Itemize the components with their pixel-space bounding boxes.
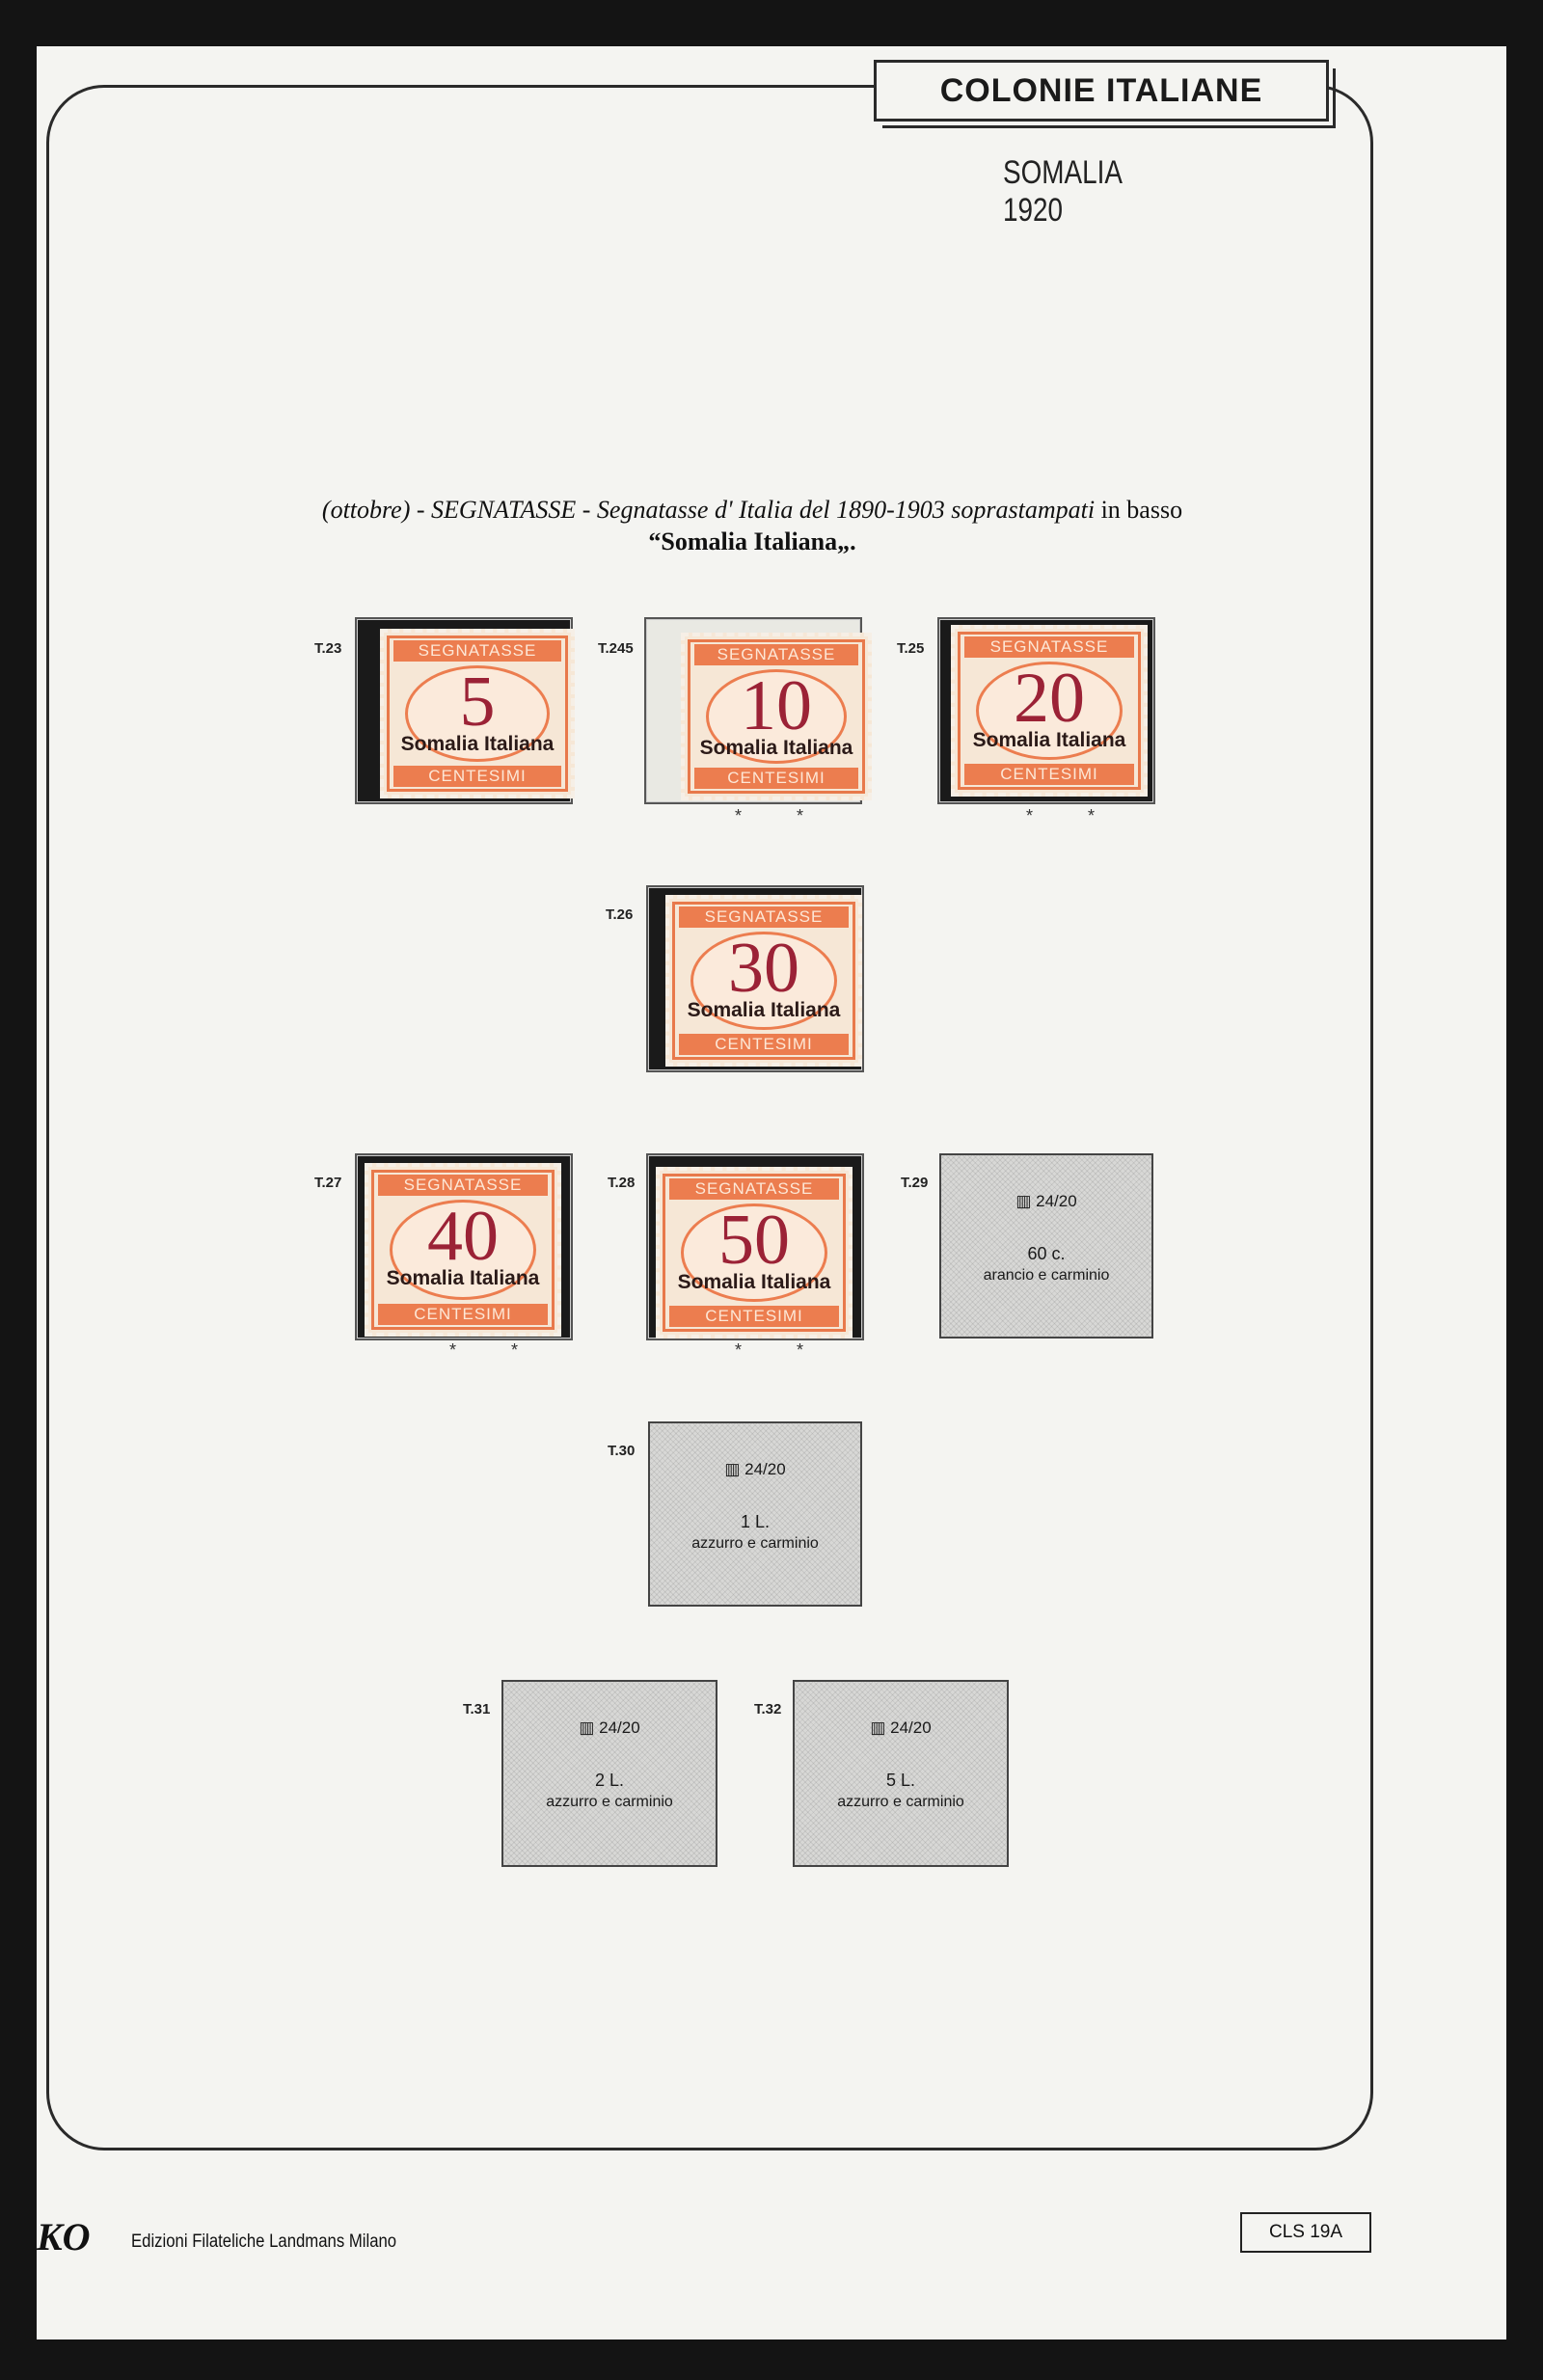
stamp-value: 20 [1014, 659, 1085, 738]
stamp-bottom-text: CENTESIMI [679, 1034, 849, 1055]
slot-color: azzurro e carminio [837, 1794, 964, 1810]
empty-stamp-slot: ▥ 24/20 60 c. arancio e carminio [939, 1153, 1153, 1339]
stamp-t28[interactable]: SEGNATASSE 50 Somalia Italiana CENTESIMI [656, 1167, 853, 1339]
stamp-value: 5 [459, 663, 496, 742]
stamp-value: 50 [718, 1201, 790, 1280]
stamp-t25[interactable]: SEGNATASSE 20 Somalia Italiana CENTESIMI [951, 625, 1148, 797]
catalog-number: T.30 [608, 1443, 636, 1459]
stamp-overprint: Somalia Italiana [386, 1267, 540, 1289]
stamp-top-text: SEGNATASSE [669, 1178, 839, 1200]
stamp-t26[interactable]: SEGNATASSE 30 Somalia Italiana CENTESIMI [665, 895, 862, 1067]
stamp-top-text: SEGNATASSE [679, 906, 849, 928]
catalog-number: T.27 [314, 1175, 342, 1191]
description-overprint: “Somalia Italiana„. [648, 527, 856, 555]
stamp-bottom-text: CENTESIMI [378, 1304, 548, 1325]
issue-description: (ottobre) - SEGNATASSE - Segnatasse d' I… [174, 494, 1331, 557]
stamp-overprint: Somalia Italiana [687, 999, 841, 1021]
mint-marks: * * [735, 1340, 829, 1360]
stamp-t23[interactable]: SEGNATASSE 5 Somalia Italiana CENTESIMI [380, 629, 575, 798]
slot-value: 1 L. [740, 1512, 771, 1531]
stamp-oval [390, 1200, 536, 1300]
empty-stamp-slot: ▥ 24/20 5 L. azzurro e carminio [793, 1680, 1009, 1867]
description-tail: in basso [1095, 496, 1183, 524]
stamp-top-text: SEGNATASSE [393, 640, 561, 662]
stamp-bottom-text: CENTESIMI [669, 1306, 839, 1327]
publisher-name: Edizioni Filateliche Landmans Milano [131, 2231, 397, 2252]
stamp-overprint: Somalia Italiana [972, 729, 1126, 751]
slot-color: arancio e carminio [983, 1267, 1110, 1284]
catalog-number: T.31 [463, 1701, 491, 1717]
stamp-t27[interactable]: SEGNATASSE 40 Somalia Italiana CENTESIMI [365, 1163, 561, 1337]
slot-value: 60 c. [1027, 1244, 1066, 1263]
catalog-number: T.28 [608, 1175, 636, 1191]
stamp-bottom-text: CENTESIMI [694, 768, 858, 789]
stamp-oval [681, 1204, 827, 1302]
mint-marks: * * [449, 1340, 544, 1360]
catalog-number: T.25 [897, 640, 925, 657]
stamp-top-text: SEGNATASSE [694, 644, 858, 665]
mint-marks: * * [1026, 806, 1121, 825]
catalog-number: T.245 [598, 640, 634, 657]
stamp-overprint: Somalia Italiana [677, 1271, 831, 1293]
stamp-overprint: Somalia Italiana [699, 737, 853, 759]
catalog-number: T.23 [314, 640, 342, 657]
page-code: CLS 19A [1240, 2212, 1371, 2253]
stamp-top-text: SEGNATASSE [378, 1175, 548, 1196]
page-border [46, 85, 1373, 2150]
stamp-oval [706, 669, 847, 764]
slot-date: ▥ 24/20 [1015, 1192, 1077, 1210]
catalog-number: T.26 [606, 906, 634, 923]
stamp-oval [690, 932, 837, 1030]
stamp-bottom-text: CENTESIMI [393, 766, 561, 787]
stamp-top-text: SEGNATASSE [964, 636, 1134, 658]
slot-color: azzurro e carminio [691, 1535, 819, 1552]
page-title: COLONIE ITALIANE [874, 60, 1336, 128]
stamp-value: 10 [741, 666, 812, 745]
publisher-logo: KO [37, 2215, 91, 2258]
stamp-bottom-text: CENTESIMI [964, 764, 1134, 785]
stamp-value: 40 [427, 1197, 499, 1276]
stamp-oval [976, 662, 1123, 760]
slot-date: ▥ 24/20 [724, 1460, 786, 1478]
slot-color: azzurro e carminio [546, 1794, 673, 1810]
description-main: (ottobre) - SEGNATASSE - Segnatasse d' I… [321, 496, 1096, 524]
mint-marks: * * [735, 806, 829, 825]
stamp-t245[interactable]: SEGNATASSE 10 Somalia Italiana CENTESIMI [681, 633, 872, 800]
stamp-value: 30 [728, 929, 799, 1008]
stamp-oval [405, 665, 550, 762]
empty-stamp-slot: ▥ 24/20 1 L. azzurro e carminio [648, 1421, 862, 1607]
slot-date: ▥ 24/20 [579, 1718, 640, 1737]
catalog-number: T.32 [754, 1701, 782, 1717]
stamp-overprint: Somalia Italiana [400, 733, 555, 755]
catalog-number: T.29 [901, 1175, 929, 1191]
empty-stamp-slot: ▥ 24/20 2 L. azzurro e carminio [501, 1680, 717, 1867]
slot-value: 2 L. [594, 1771, 625, 1790]
slot-date: ▥ 24/20 [870, 1718, 932, 1737]
page-subtitle: SOMALIA 1920 [1003, 154, 1122, 229]
slot-value: 5 L. [885, 1771, 916, 1790]
